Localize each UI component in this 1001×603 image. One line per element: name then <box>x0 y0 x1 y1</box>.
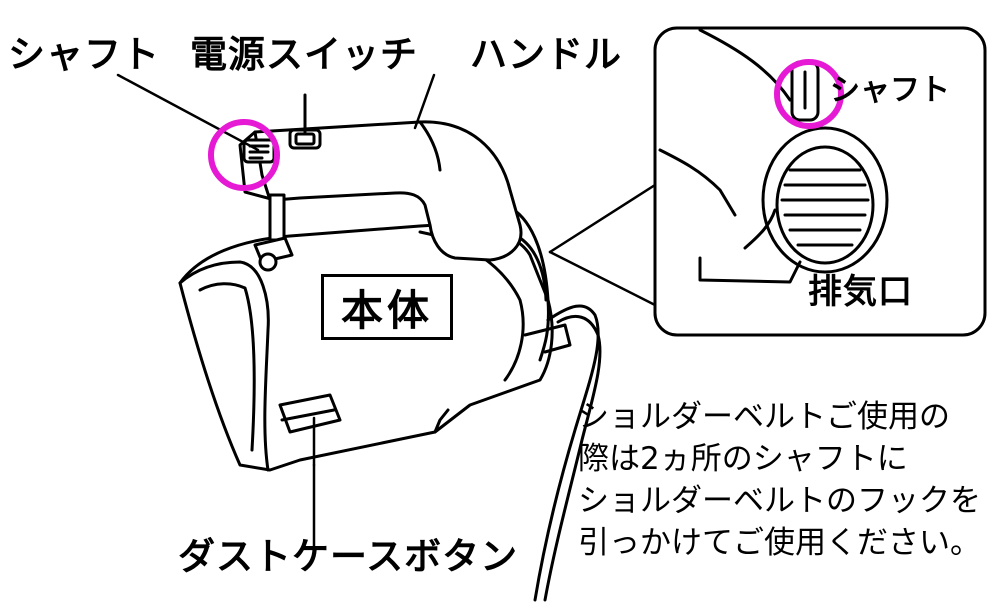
label-exhaust: 排気口 <box>808 272 913 312</box>
inset-panel <box>653 26 987 337</box>
note-line: 際は2ヵ所のシャフトに <box>578 441 908 477</box>
main-body-label-box: 本体 <box>321 274 453 340</box>
power-cord <box>533 304 600 602</box>
label-power-switch: 電源スイッチ <box>190 33 418 76</box>
callout-lines <box>116 73 657 550</box>
shaft-highlight-circle <box>208 119 280 191</box>
handle-outline <box>238 120 523 262</box>
note-line: ショルダーベルトご使用の <box>578 399 950 435</box>
shaft-handle-shape <box>242 138 276 164</box>
note-line: 引っかけてご使用ください。 <box>578 525 981 561</box>
dust-case-button-shape <box>278 393 342 434</box>
note-line: ショルダーベルトのフックを <box>578 483 981 519</box>
label-handle: ハンドル <box>470 33 622 76</box>
post-shape <box>253 193 294 272</box>
label-dust-case-button: ダストケースボタン <box>178 535 519 578</box>
power-switch-shape <box>288 93 322 150</box>
shaft-inset-highlight-circle <box>774 59 844 129</box>
label-shaft: シャフト <box>8 33 160 76</box>
vacuum-body <box>178 203 572 472</box>
label-shaft-inset: シャフト <box>830 73 950 108</box>
label-main-body: 本体 <box>340 285 433 335</box>
shoulder-belt-note: ショルダーベルトご使用の 際は2ヵ所のシャフトに ショルダーベルトのフックを 引… <box>578 396 981 564</box>
